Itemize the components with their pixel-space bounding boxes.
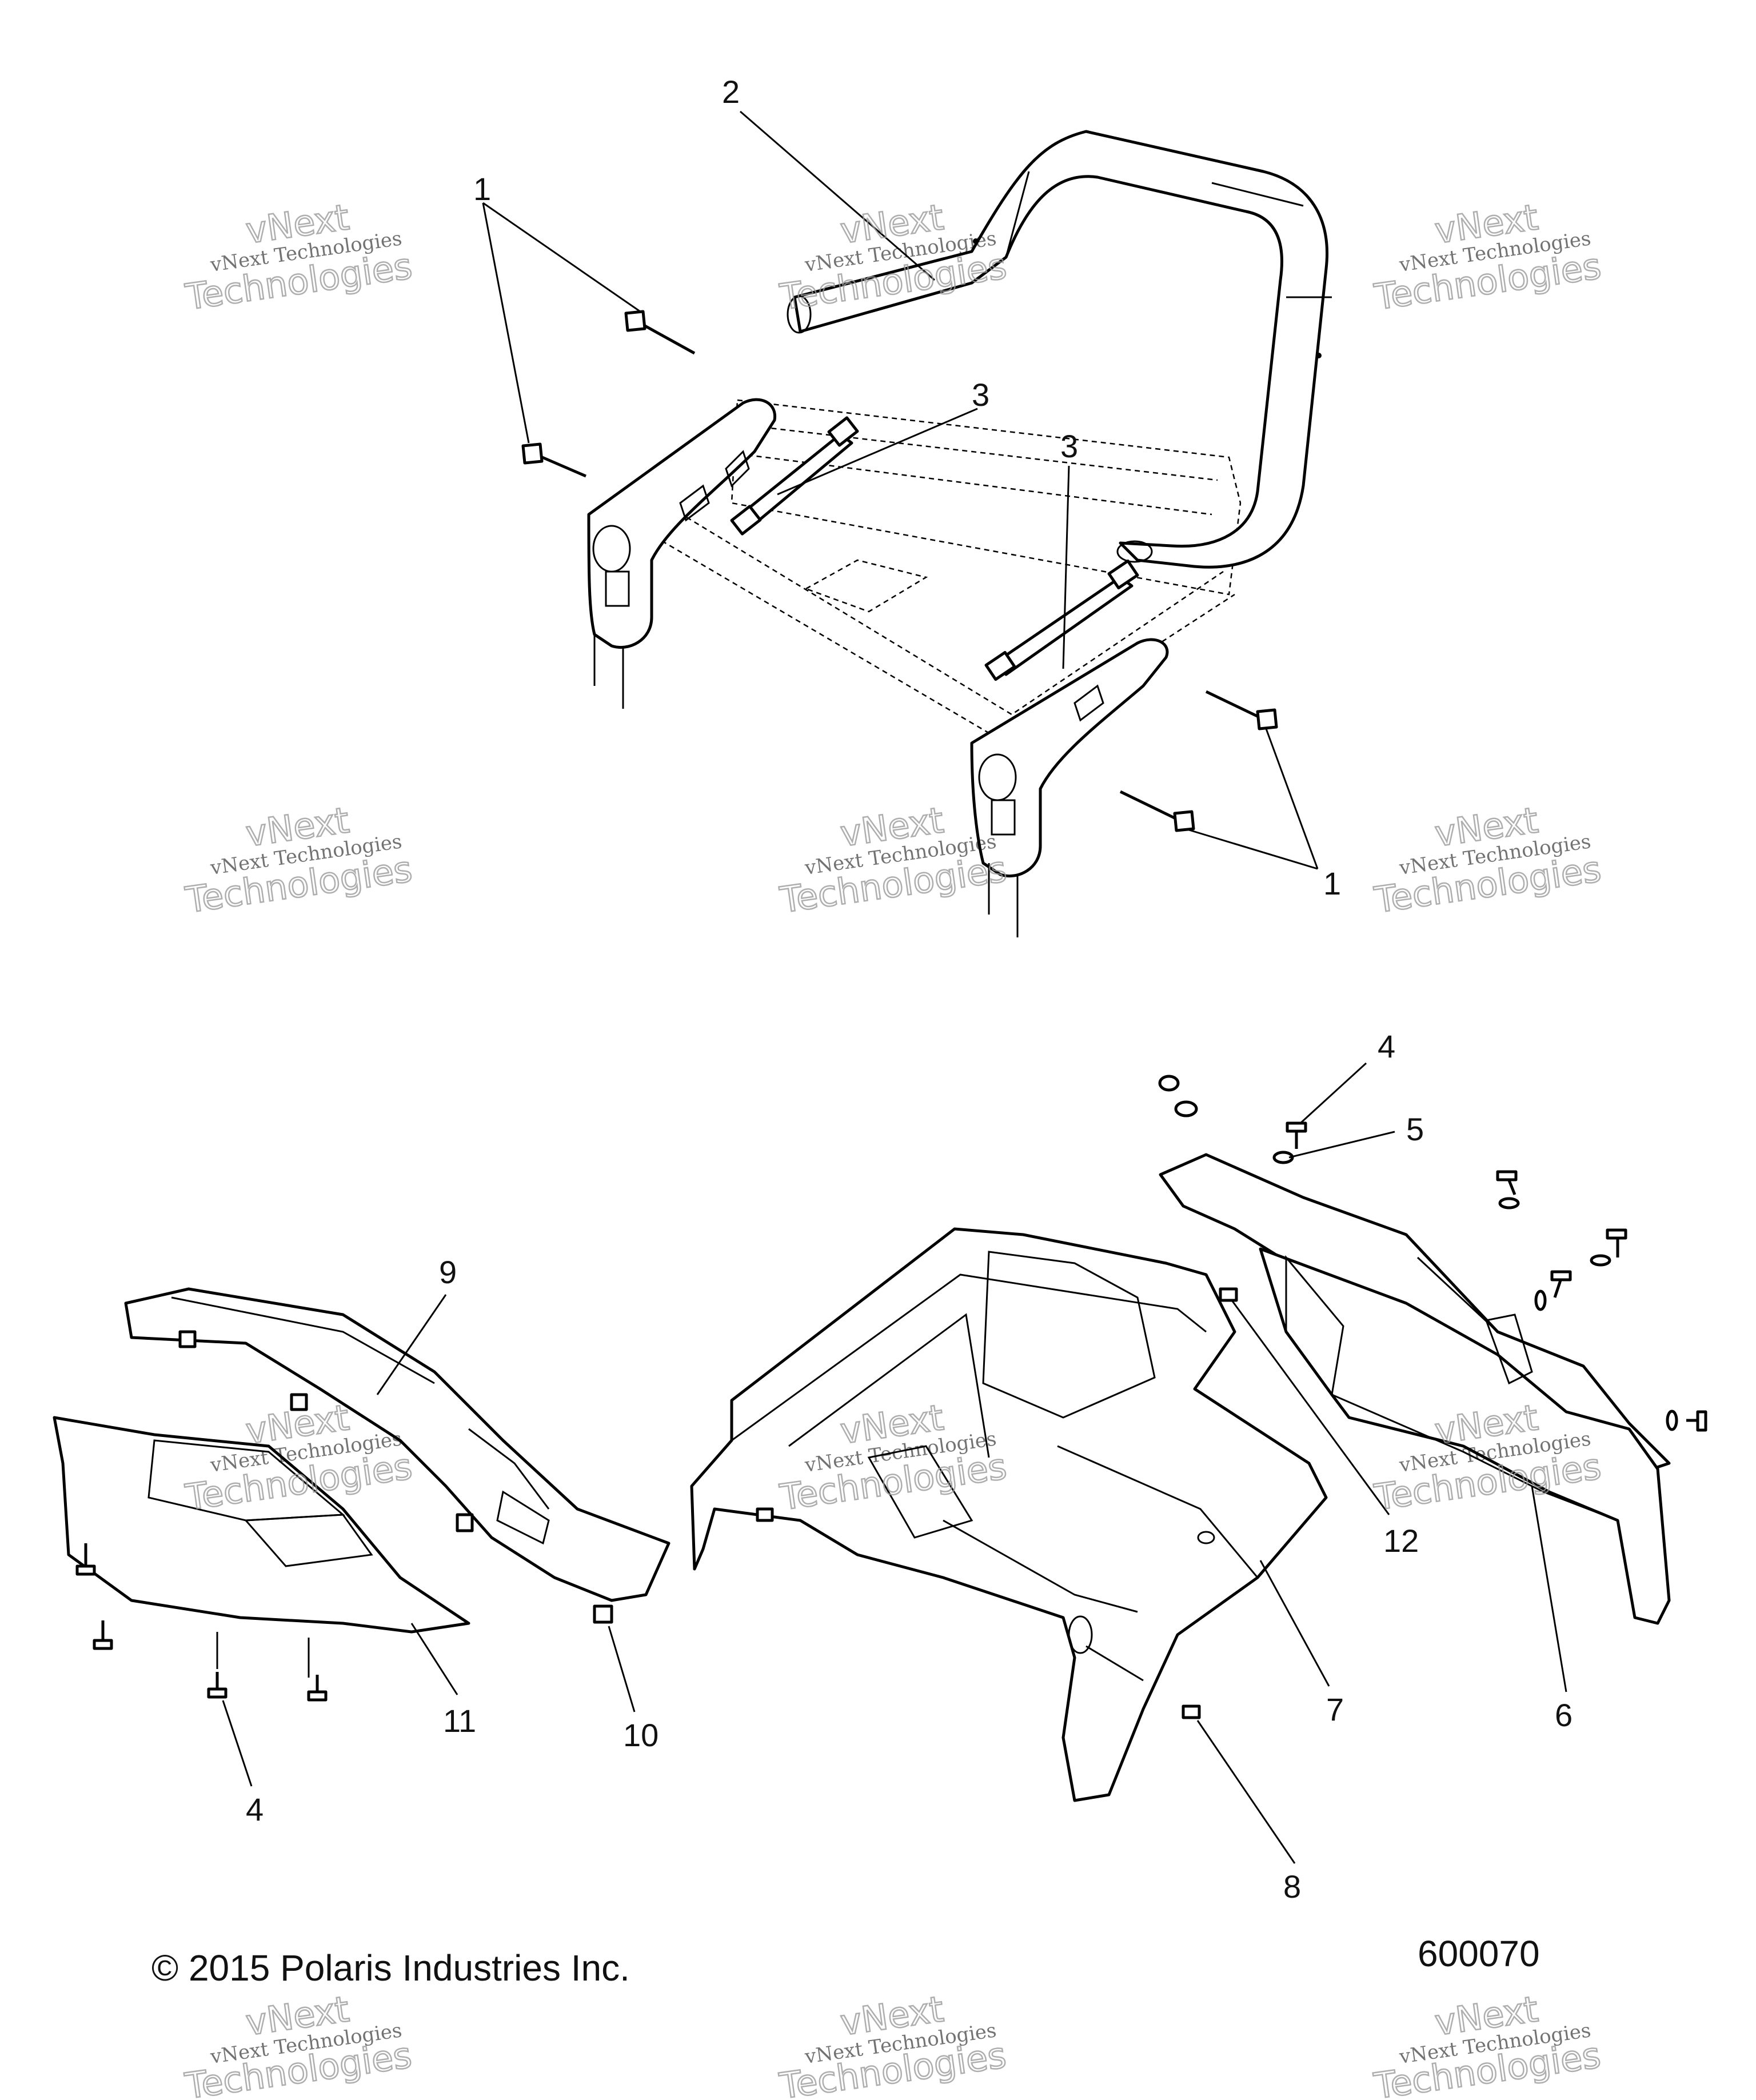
callout-4: 4 bbox=[1378, 1028, 1395, 1064]
push-rivet bbox=[75, 1543, 96, 1576]
bolt bbox=[521, 442, 586, 478]
callout-1: 1 bbox=[473, 171, 491, 207]
watermark: vNext vNext Technologies Technologies bbox=[1371, 195, 1605, 319]
watermark: vNext vNext Technologies Technologies bbox=[182, 195, 416, 319]
callout-labels: 1 2 3 3 1 4 5 9 12 7 6 11 10 4 8 bbox=[246, 74, 1573, 1905]
watermark: vNext vNext Technologies Technologies bbox=[1371, 1987, 1604, 2100]
left-upper-panel bbox=[124, 1287, 671, 1602]
push-rivet bbox=[207, 1672, 228, 1699]
right-mount-bracket bbox=[970, 638, 1169, 937]
callout-3: 3 bbox=[1060, 428, 1078, 464]
watermark: vNext vNext Technologies Technologies bbox=[777, 195, 1010, 319]
push-rivet bbox=[290, 1393, 308, 1411]
callout-7: 7 bbox=[1326, 1691, 1344, 1727]
bolt bbox=[1119, 790, 1195, 832]
push-rivet bbox=[456, 1513, 474, 1532]
watermark: vNext vNext Technologies Technologies bbox=[777, 1396, 1010, 1519]
callout-2: 2 bbox=[722, 74, 740, 110]
bolt bbox=[1205, 690, 1278, 730]
push-rivet bbox=[1219, 1287, 1238, 1302]
strap-right bbox=[984, 559, 1139, 681]
left-lower-panel bbox=[53, 1416, 470, 1678]
push-rivet bbox=[756, 1507, 774, 1522]
callout-11: 11 bbox=[443, 1703, 476, 1739]
callout-4: 4 bbox=[246, 1791, 264, 1827]
push-rivet bbox=[1666, 1410, 1707, 1432]
copyright-notice: © 2015 Polaris Industries Inc. bbox=[151, 1947, 630, 1989]
push-rivet bbox=[307, 1675, 328, 1702]
push-rivet bbox=[593, 1604, 613, 1624]
push-rivet bbox=[1590, 1228, 1627, 1267]
leader-lines bbox=[222, 110, 1567, 1864]
callout-10: 10 bbox=[623, 1717, 658, 1753]
roll-bar bbox=[787, 130, 1332, 569]
callout-12: 12 bbox=[1383, 1523, 1419, 1559]
watermark: vNext vNext Technologies Technologies bbox=[777, 799, 1010, 922]
push-rivet bbox=[1534, 1270, 1572, 1311]
push-rivet bbox=[1286, 1121, 1307, 1149]
callout-5: 5 bbox=[1406, 1111, 1424, 1147]
callout-1: 1 bbox=[1323, 865, 1341, 901]
watermark: vNext vNext Technologies Technologies bbox=[182, 1987, 415, 2100]
callout-6: 6 bbox=[1555, 1697, 1573, 1733]
bolt bbox=[624, 310, 696, 355]
callout-9: 9 bbox=[439, 1254, 457, 1290]
left-mount-bracket bbox=[587, 398, 776, 709]
right-side-panel bbox=[1159, 1153, 1671, 1625]
push-rivet bbox=[93, 1620, 113, 1650]
washer bbox=[1158, 1075, 1198, 1117]
watermark: vNext vNext Technologies Technologies bbox=[182, 799, 416, 922]
callout-3: 3 bbox=[972, 377, 989, 413]
watermark: vNext vNext Technologies Technologies bbox=[1371, 799, 1605, 922]
figure-number: 600070 bbox=[1418, 1933, 1540, 1974]
strap-left bbox=[730, 416, 859, 536]
callout-8: 8 bbox=[1283, 1869, 1301, 1905]
cargo-box bbox=[690, 1227, 1328, 1802]
watermark: vNext vNext Technologies Technologies bbox=[776, 1987, 1009, 2100]
push-rivet bbox=[178, 1330, 197, 1348]
push-rivet bbox=[1496, 1170, 1520, 1209]
push-rivet bbox=[1182, 1704, 1201, 1719]
